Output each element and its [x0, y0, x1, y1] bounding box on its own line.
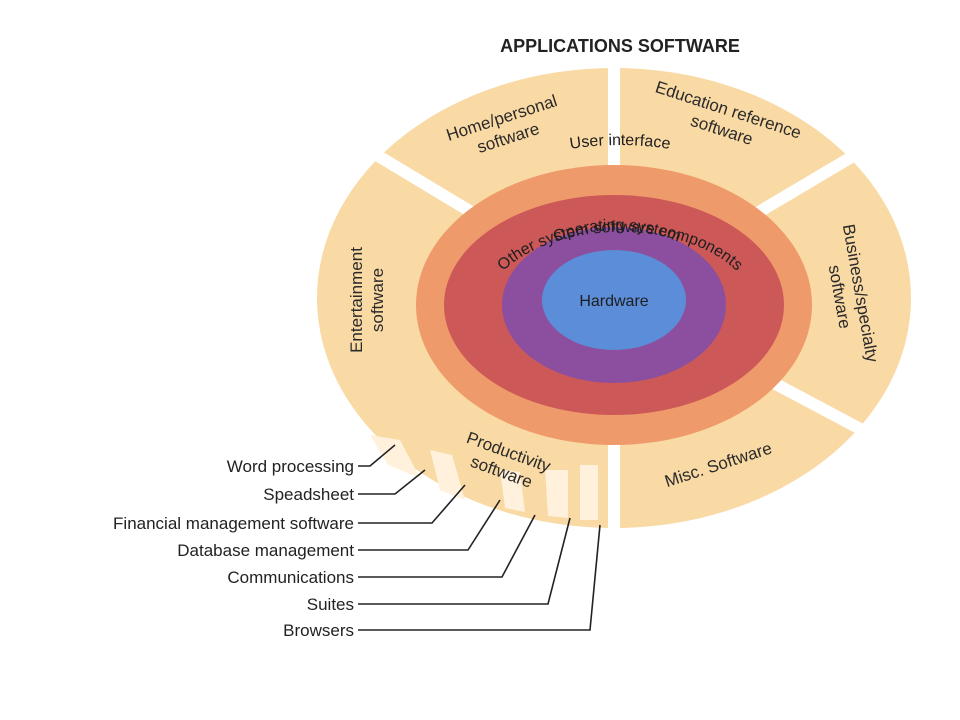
- leader-lines: [358, 444, 601, 631]
- svg-text:software: software: [368, 268, 387, 332]
- item-browsers: Browsers: [283, 621, 354, 640]
- diagram-title: APPLICATIONS SOFTWARE: [500, 36, 740, 56]
- entertainment-label: Entertainment software: [347, 247, 387, 353]
- item-financial-management: Financial management software: [113, 514, 354, 533]
- user-interface-label: User interface: [569, 132, 672, 153]
- business-specialty-label: Business/specialty software: [825, 223, 882, 365]
- item-word-processing: Word processing: [227, 457, 354, 476]
- productivity-items: Word processing Speadsheet Financial man…: [113, 457, 354, 640]
- item-suites: Suites: [307, 595, 354, 614]
- svg-text:Entertainment: Entertainment: [347, 247, 366, 353]
- hardware-label: Hardware: [579, 293, 648, 310]
- item-communications: Communications: [227, 568, 354, 587]
- productivity-stripes: [370, 435, 598, 520]
- item-database-management: Database management: [177, 541, 354, 560]
- item-spreadsheet: Speadsheet: [263, 485, 354, 504]
- hardware-core: [542, 250, 686, 350]
